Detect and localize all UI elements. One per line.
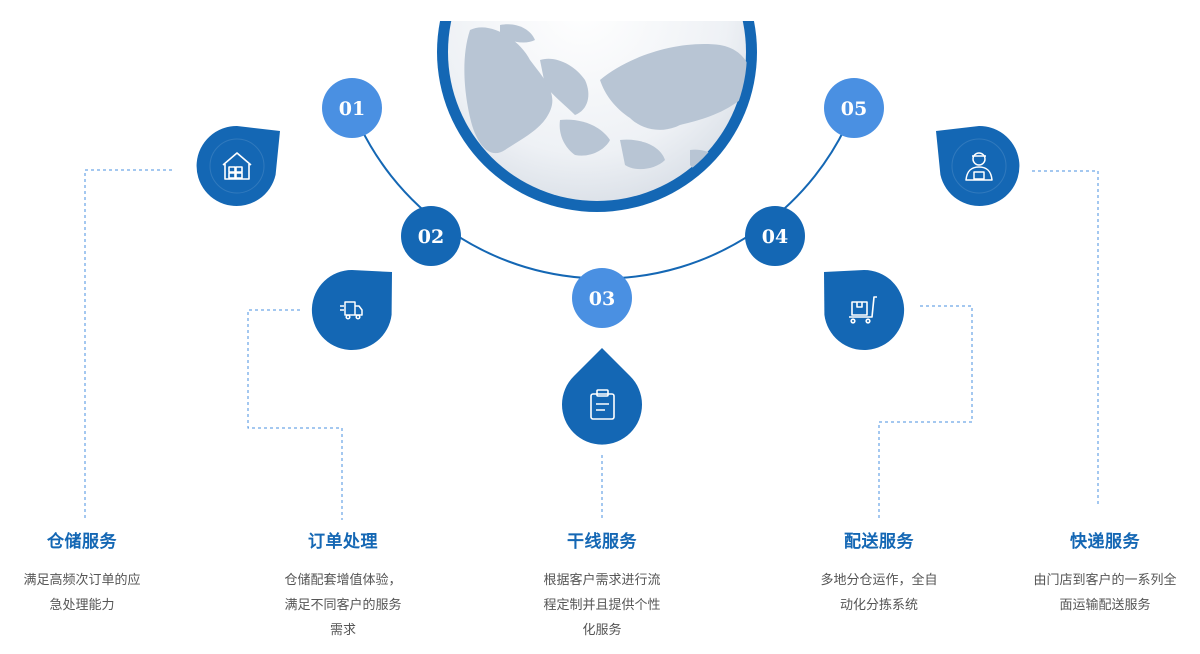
drop-cart[interactable] (824, 269, 905, 350)
warehouse-icon (222, 152, 252, 180)
service-desc: 满足高频次订单的应 急处理能力 (23, 573, 141, 613)
service-title: 干线服务 (567, 532, 637, 552)
step-number: 02 (418, 226, 444, 248)
step-04[interactable]: 04 (745, 206, 805, 266)
dashed-connectors (84, 169, 1099, 520)
service-desc: 多地分仓运作，全自 动化分拣系统 (820, 573, 938, 613)
step-05[interactable]: 05 (824, 78, 884, 138)
drop-warehouse[interactable] (196, 125, 280, 206)
step-number: 03 (589, 288, 615, 310)
service-title: 订单处理 (308, 532, 378, 552)
truck-icon (340, 301, 363, 320)
service-express: 快递服务 由门店到客户的一系列全 面运输配送服务 (1015, 527, 1195, 618)
service-desc: 仓储配套增值体验， 满足不同客户的服务 需求 (284, 573, 402, 638)
service-desc: 根据客户需求进行流 程定制并且提供个性 化服务 (543, 573, 661, 638)
service-title: 配送服务 (844, 532, 914, 552)
service-desc: 由门店到客户的一系列全 面运输配送服务 (1033, 573, 1177, 613)
step-03[interactable]: 03 (572, 268, 632, 328)
service-trunk: 干线服务 根据客户需求进行流 程定制并且提供个性 化服务 (521, 527, 683, 643)
step-01[interactable]: 01 (322, 78, 382, 138)
service-order: 订单处理 仓储配套增值体验， 满足不同客户的服务 需求 (262, 527, 424, 643)
globe (437, 21, 757, 212)
step-number: 05 (841, 98, 867, 120)
step-02[interactable]: 02 (401, 206, 461, 266)
courier-icon (965, 152, 993, 181)
icon-drops (196, 125, 1020, 445)
drop-clipboard[interactable] (561, 348, 642, 445)
step-number: 04 (762, 226, 788, 248)
number-circles: 01 02 03 04 05 (322, 78, 884, 328)
cart-icon (849, 296, 877, 324)
step-number: 01 (339, 98, 365, 120)
drop-courier[interactable] (936, 125, 1020, 206)
service-delivery: 配送服务 多地分仓运作，全自 动化分拣系统 (798, 527, 960, 618)
service-warehouse: 仓储服务 满足高频次订单的应 急处理能力 (2, 527, 162, 618)
clipboard-icon (590, 389, 615, 420)
service-title: 快递服务 (1070, 532, 1140, 552)
service-title: 仓储服务 (47, 532, 117, 552)
drop-truck[interactable] (311, 269, 392, 350)
